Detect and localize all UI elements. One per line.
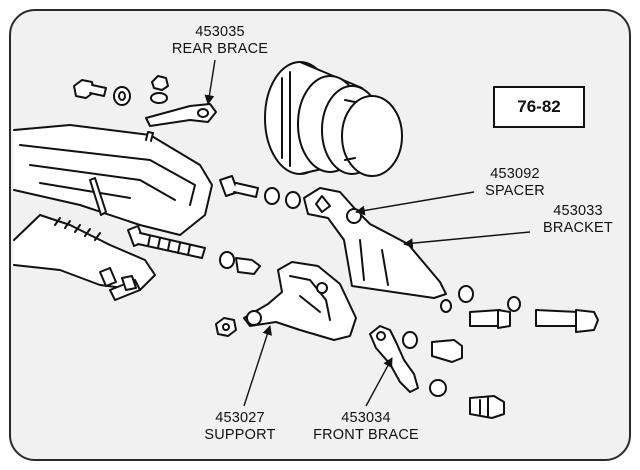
leader-rear-brace xyxy=(204,59,216,105)
callout-spacer: 453092 SPACER xyxy=(470,166,560,200)
rear-brace-name: REAR BRACE xyxy=(171,41,269,57)
callout-rear-brace: 453035 REAR BRACE xyxy=(150,24,290,58)
front-brace-name: FRONT BRACE xyxy=(313,427,419,443)
fitting-bolt xyxy=(99,267,141,301)
bracket-part-number: 453033 xyxy=(553,203,603,219)
leader-front-brace xyxy=(365,357,393,407)
callout-bracket: 453033 BRACKET xyxy=(528,203,628,237)
leader-support xyxy=(243,325,272,407)
leader-bracket xyxy=(403,231,531,249)
support-nut xyxy=(215,317,237,337)
leader-spacer xyxy=(355,191,475,216)
support-part-number: 453027 xyxy=(215,410,265,426)
right-hardware xyxy=(402,285,599,419)
rear-brace-part-number: 453035 xyxy=(195,24,245,40)
spacer-pair xyxy=(219,251,261,275)
callout-support: 453027 SUPPORT xyxy=(190,410,290,444)
alternator xyxy=(264,61,403,177)
support-part xyxy=(243,261,357,341)
valve-cover xyxy=(13,124,213,291)
callout-front-brace: 453034 FRONT BRACE xyxy=(296,410,436,444)
rear-brace-part xyxy=(145,103,217,127)
year-range-badge: 76-82 xyxy=(493,86,585,128)
long-stud-bolt xyxy=(127,225,206,259)
spacer-name: SPACER xyxy=(485,183,545,199)
rear-brace-hardware xyxy=(73,75,169,106)
front-brace-part-number: 453034 xyxy=(341,410,391,426)
support-name: SUPPORT xyxy=(204,427,276,443)
spacer-part-number: 453092 xyxy=(490,166,540,182)
bracket-name: BRACKET xyxy=(543,220,613,236)
bracket-part xyxy=(303,187,447,299)
spacer-stack xyxy=(219,175,301,209)
